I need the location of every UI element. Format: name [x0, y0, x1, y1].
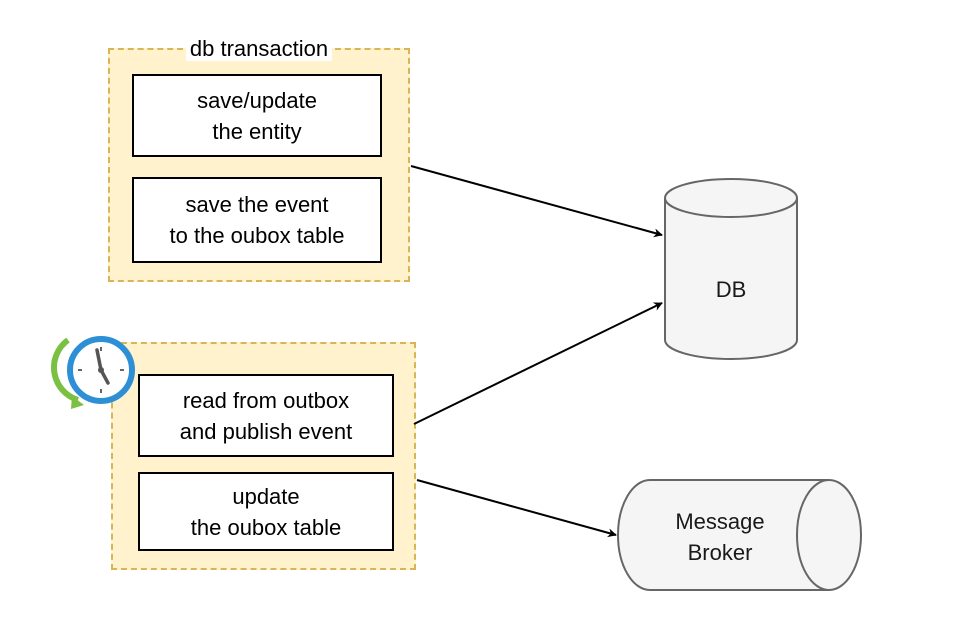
broker-label-line1: Message [675, 509, 764, 534]
arrow-read-outbox-to-db [413, 302, 663, 425]
save-update-entity-box: save/update the entity [132, 74, 382, 157]
scheduled-publisher-group: read from outbox and publish event updat… [111, 342, 416, 570]
broker-cylinder-cap [796, 479, 862, 591]
save-event-outbox-box: save the event to the oubox table [132, 177, 382, 263]
message-broker-cylinder: Message Broker [617, 479, 862, 591]
arrow-publish-to-broker [416, 479, 617, 538]
broker-label-line2: Broker [688, 540, 753, 565]
update-outbox-box: update the oubox table [138, 472, 394, 551]
save-update-entity-line1: save/update [197, 87, 317, 113]
clock-hand-long [95, 348, 103, 372]
db-label: DB [716, 277, 747, 302]
update-outbox-line2: the oubox table [190, 514, 342, 540]
save-event-outbox-line1: save the event [185, 192, 329, 217]
save-update-entity-line2: the entity [212, 118, 302, 144]
read-outbox-publish-line1: read from outbox [182, 387, 350, 413]
read-outbox-publish-line2: and publish event [179, 418, 353, 444]
clock-refresh-arc [51, 337, 80, 403]
scheduled-clock-icon [51, 336, 135, 409]
broker-cylinder-body [617, 479, 829, 591]
clock-refresh-arrowhead [71, 396, 84, 409]
save-event-outbox-line2: to the oubox table [169, 223, 345, 248]
db-transaction-label: db transaction [110, 36, 408, 62]
db-cylinder-body [664, 198, 798, 360]
update-outbox-line1: update [232, 483, 300, 509]
read-outbox-publish-box: read from outbox and publish event [138, 374, 394, 457]
db-cylinder-top [664, 178, 798, 218]
db-cylinder: DB [664, 178, 798, 360]
db-transaction-group: db transaction save/update the entity sa… [108, 36, 410, 282]
clock-center [98, 367, 104, 373]
arrow-transaction-to-db [410, 165, 663, 238]
